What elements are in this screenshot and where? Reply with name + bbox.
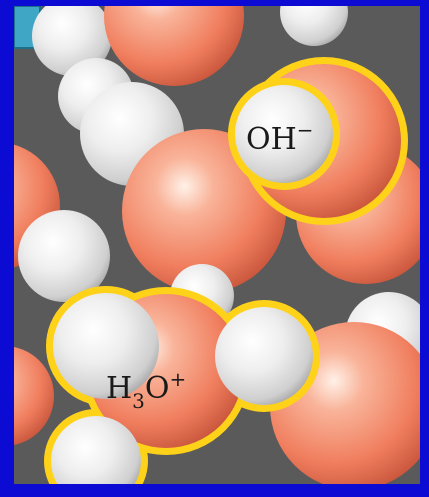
hydrogen-atom [215, 307, 313, 405]
hydrogen-atom [280, 6, 348, 46]
hydrogen-atom [235, 85, 333, 183]
hydronium-label: H3O+ [106, 367, 186, 413]
hydronium-ion [44, 286, 320, 484]
oxygen-atom [104, 6, 244, 86]
hydroxide-ion [228, 57, 408, 225]
water-model-frame: OH− H3O+ [14, 6, 420, 484]
oxygen-atom [14, 347, 54, 445]
hydroxide-label: OH− [246, 118, 314, 157]
hydrogen-atom [18, 210, 110, 302]
hydrogen-atom [53, 293, 159, 399]
water-space-filling-model: OH− H3O+ [14, 6, 420, 484]
hydrogen-atom [51, 416, 141, 484]
